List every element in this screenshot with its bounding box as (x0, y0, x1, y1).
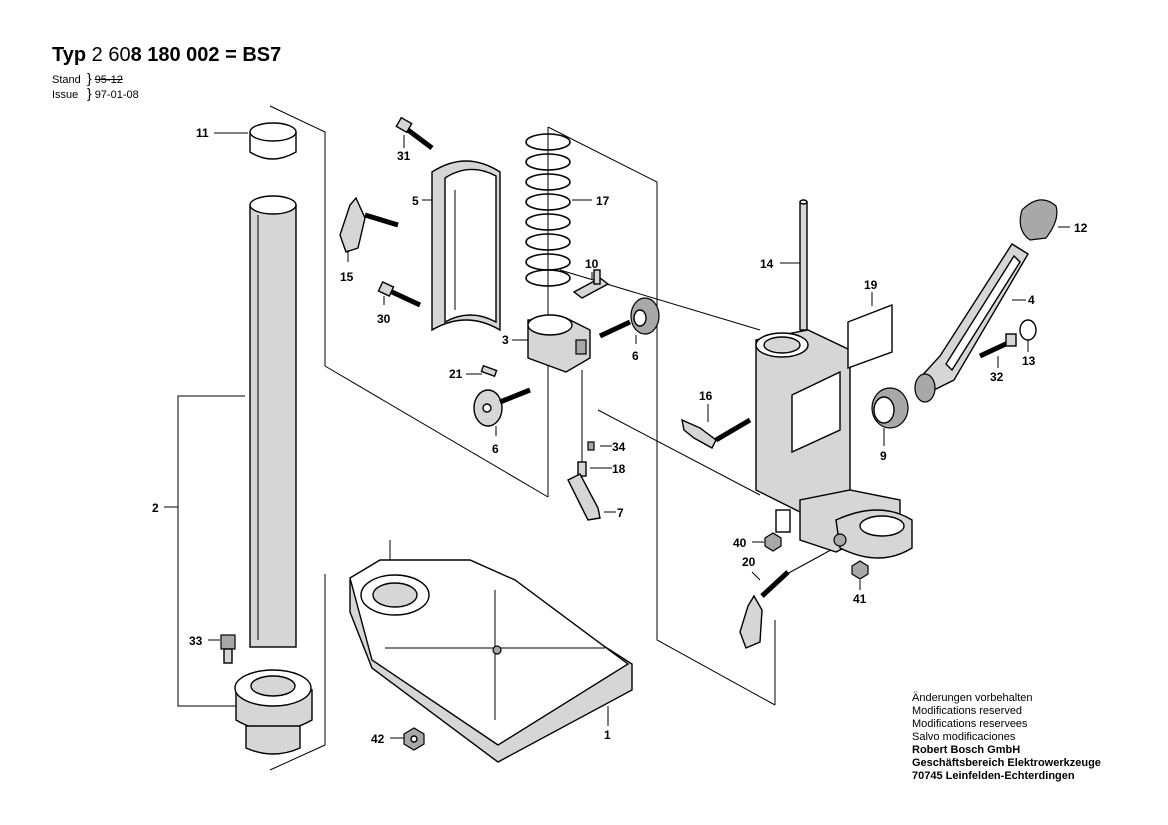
part-33-screw (220, 634, 236, 664)
label-41: 41 (853, 592, 867, 606)
part-30-screw (377, 281, 422, 308)
footer-line-es: Salvo modificaciones (912, 731, 1016, 743)
label-1: 1 (604, 728, 611, 742)
leader-lines (208, 132, 1070, 739)
label-18: 18 (612, 462, 626, 476)
assembly-line-left-top (269, 105, 549, 498)
part-34-ball (587, 441, 595, 451)
part-3-guide-block (527, 314, 591, 373)
part-21-pin (480, 364, 498, 378)
part-11-cap (249, 122, 297, 160)
label-15: 15 (340, 270, 354, 284)
stand-old-value: 95-12 (94, 74, 123, 86)
label-17: 17 (596, 194, 610, 208)
part-12-handle-cap (1019, 199, 1058, 241)
revision-block: Stand } 95-12 Issue } 97-01-08 (52, 70, 139, 102)
label-19: 19 (864, 278, 878, 292)
footer-notice: Änderungen vorbehalten Modifications res… (912, 692, 1101, 783)
label-3: 3 (502, 333, 509, 347)
footer-company: Robert Bosch GmbH (912, 744, 1021, 756)
part-40-nut (764, 532, 782, 552)
part-20-clamp-lever (739, 570, 790, 649)
column-foot (234, 669, 313, 755)
issue-row: Issue } 97-01-08 (52, 85, 139, 102)
part-labels: 11 31 5 17 15 10 30 3 6 21 6 34 18 7 2 1… (152, 126, 1088, 746)
label-7: 7 (617, 506, 624, 520)
brace-glyph: } (87, 70, 92, 86)
label-16: 16 (699, 389, 713, 403)
stand-row: Stand } 95-12 (52, 70, 139, 87)
footer-line-de: Änderungen vorbehalten (912, 692, 1033, 704)
part-41-nut (851, 560, 869, 580)
label-10: 10 (585, 257, 599, 271)
assembly-lines (164, 105, 841, 771)
label-21: 21 (449, 367, 463, 381)
label-4: 4 (1028, 293, 1035, 307)
footer-line-en: Modifications reserved (912, 705, 1023, 717)
part-6-pinion (598, 297, 660, 339)
issue-label: Issue (52, 89, 79, 101)
label-13: 13 (1022, 354, 1036, 368)
assembly-line-spring (559, 269, 761, 331)
part-16-clamp-lever (681, 417, 752, 449)
part-15-clamp-lever (339, 196, 399, 253)
part-17-spring (525, 133, 571, 287)
page-title: Typ 2 608 180 002 = BS7 (52, 44, 281, 67)
part-14-rod (799, 199, 808, 331)
label-12: 12 (1074, 221, 1088, 235)
part-42-nut (403, 727, 425, 751)
column-bracket-2 (177, 395, 245, 707)
footer-address: 70745 Leinfelden-Echterdingen (912, 770, 1075, 782)
part-6-knob (473, 387, 531, 427)
label-42: 42 (371, 732, 385, 746)
label-31: 31 (397, 149, 411, 163)
title-number-bold: 8 180 002 = BS7 (130, 44, 282, 66)
label-14: 14 (760, 257, 774, 271)
title-number-light: 2 60 (91, 44, 131, 66)
part-18-spring (577, 461, 587, 477)
title-prefix: Typ (52, 44, 87, 66)
label-6b: 6 (492, 442, 499, 456)
part-5-carriage-shell (431, 160, 501, 332)
part-31-screw (395, 116, 434, 150)
label-32: 32 (990, 370, 1004, 384)
label-30: 30 (377, 312, 391, 326)
assembly-line-lower (597, 409, 761, 496)
label-40: 40 (733, 536, 747, 550)
label-6a: 6 (632, 349, 639, 363)
stand-label: Stand (52, 74, 81, 86)
assembly-line-left-bottom (269, 574, 326, 771)
footer-line-fr: Modifications reservees (912, 718, 1028, 730)
part-32-screw (978, 333, 1017, 359)
footer-division: Geschäftsbereich Elektrowerkzeuge (912, 757, 1101, 769)
label-34: 34 (612, 440, 626, 454)
label-2: 2 (152, 501, 159, 515)
label-5: 5 (412, 194, 419, 208)
part-7-latch (567, 473, 601, 521)
part-4-lever-arm (914, 243, 1029, 403)
label-11: 11 (196, 126, 209, 140)
issue-date: 97-01-08 (94, 89, 139, 101)
part-13-cap (1019, 319, 1037, 341)
part-9-knob-ring (871, 387, 909, 429)
label-20: 20 (742, 555, 756, 569)
part-10-clip (572, 269, 610, 299)
drill-head-housing (755, 329, 913, 559)
assembly-line-right-box (547, 126, 776, 706)
label-33: 33 (189, 634, 203, 648)
brace-glyph-2: } (87, 85, 92, 101)
part-2-column-tube (249, 195, 297, 648)
part-19-label (847, 303, 893, 369)
part-1-base-plate (349, 559, 633, 763)
label-9: 9 (880, 449, 887, 463)
